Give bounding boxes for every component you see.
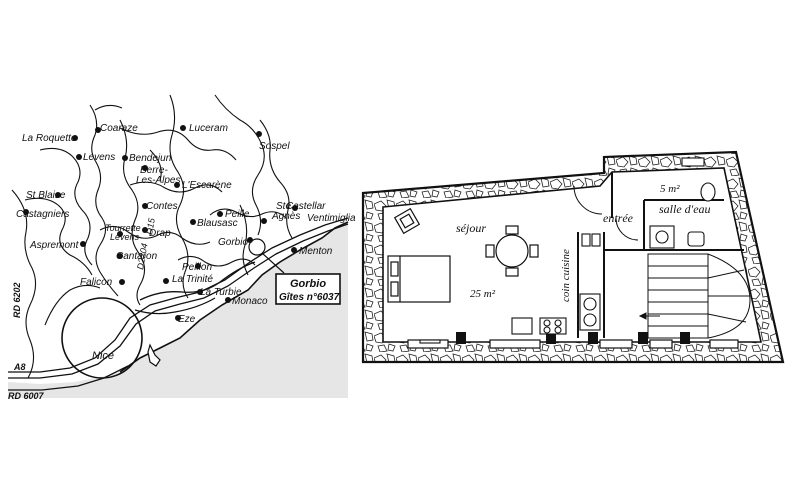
bathroom-fixtures [649,157,716,249]
callout-box [275,273,341,305]
room-sejour-area: 25 m² [470,288,496,300]
dining-table [485,225,539,277]
gorbio-marker-circle [248,238,266,256]
road-rd6007: RD 6007 [8,391,45,401]
windows [407,339,739,349]
place-cantaron: Cantaron [116,251,158,262]
place-levens: Levens [83,152,115,163]
road-rd6202: RD 6202 [12,282,22,318]
place-ste-agnes: Ste Agnès [271,201,300,222]
place-drap: Drap [149,228,171,239]
place-menton: Menton [299,246,333,257]
room-sejour: séjour [456,221,486,235]
cap-ferrat [147,343,161,367]
road-labels: D15 D2204 RD 6202 A8 RD 6007 [8,216,157,401]
interior-floor [382,167,762,343]
place-eze: Eze [178,314,196,325]
town-dots [23,125,298,321]
side-furniture [419,233,601,344]
place-castellar: Castellar [286,201,326,212]
staircase [638,253,751,339]
place-luceram: Luceram [189,123,228,134]
regional-map: La Roquette Coaraze Luceram Sospel Leven… [8,94,356,401]
gorbio-callout: Gorbio Gîtes n°6037 [261,252,341,305]
callout-line1: Gorbio [290,278,326,290]
place-la-trinite: La Trinité [172,274,213,285]
bed [387,255,451,303]
callout-line2: Gîtes n°6037 [279,292,340,303]
room-salle-area: 5 m² [660,183,680,195]
room-salle-deau: salle d'eau [659,202,711,216]
door-swings [573,185,639,241]
coastline [119,221,349,373]
place-nice: Nice [92,350,114,362]
place-peille: Peille [225,209,250,220]
place-tourrette: Tourrette Levens [105,223,143,242]
place-falicon: Falicon [80,277,113,288]
place-ste-agnes-line2: Agnès [271,211,300,222]
place-la-turbie: La Turbie [200,287,242,298]
place-lescarene: L'Escarène [182,180,232,191]
armchair [393,207,421,235]
place-peillon: Peillon [182,262,212,273]
place-coaraze: Coaraze [100,123,138,134]
callout-leader [261,252,285,274]
place-gorbio: Gorbio [218,237,248,248]
place-monaco: Monaco [232,296,268,307]
place-berre: Berre- Les-Alpes [136,165,180,186]
place-blausasc: Blausasc [197,218,238,229]
road-network [11,94,293,379]
place-aspremont: Aspremont [29,240,80,251]
room-coin-cuisine: coin cuisine [560,249,572,302]
road-a8: A8 [13,362,26,372]
place-bendejun: Bendejun [129,153,172,164]
place-castagniers: Castagniers [16,209,69,220]
place-contes: Contes [146,201,178,212]
place-st-blaise: St Blaise [26,190,66,201]
room-labels: séjour 25 m² coin cuisine entrée salle d… [456,183,711,302]
floor-plan: séjour 25 m² coin cuisine entrée salle d… [361,150,785,364]
place-berre-line2: Les-Alpes [136,175,180,186]
sea-area [8,222,348,398]
place-la-roquette: La Roquette [22,133,77,144]
place-ventimiglia: Ventimiglia [307,213,356,224]
nice-circle [61,297,143,379]
road-d2204: D2204 [135,242,149,270]
place-ste-agnes-line1: Ste [276,201,291,212]
place-berre-line1: Berre- [140,165,168,176]
partitions [577,172,744,338]
road-d15: D15 [144,216,157,235]
place-labels: La Roquette Coaraze Luceram Sospel Leven… [16,123,356,362]
place-sospel: Sospel [259,141,290,152]
place-tourrette-line2: Levens [110,232,140,242]
place-tourrette-line1: Tourrette [105,223,141,233]
room-entree: entrée [603,211,634,225]
